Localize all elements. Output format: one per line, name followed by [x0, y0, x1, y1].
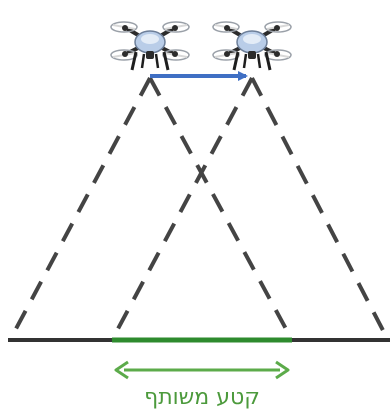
left-drone-fov-left [10, 78, 150, 340]
overlap-label: קטע משותף [144, 385, 260, 410]
drone-left-icon [111, 22, 189, 70]
overlap-double-arrow-icon [116, 362, 288, 378]
field-of-view-lines [10, 78, 388, 340]
drone-right-icon [213, 22, 291, 70]
right-drone-fov-right [252, 78, 388, 340]
right-drone-fov-left [112, 78, 252, 340]
